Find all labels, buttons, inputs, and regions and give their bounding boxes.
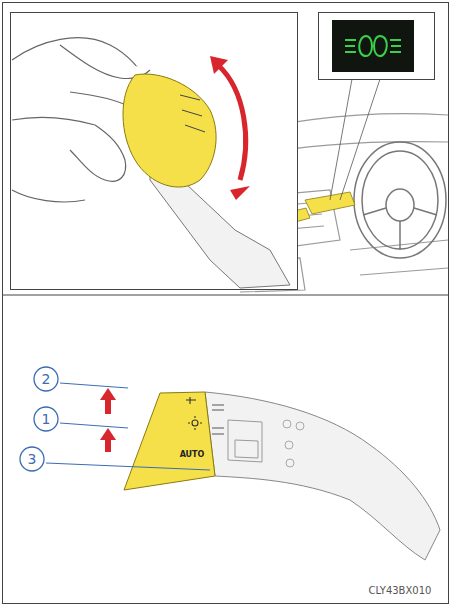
callout-circles [20,367,58,471]
inset-frame [11,13,298,290]
headlight-indicator-icon [345,36,401,56]
knob-symbols [186,397,202,430]
switch-knob [124,392,215,490]
arrowhead [230,186,250,200]
outer-frame [3,3,449,604]
lever-symbols [283,420,304,467]
knob-symbols [212,405,224,434]
leader-lines [46,383,210,470]
switch-knob [123,74,216,187]
callout-number: 1 [42,412,51,426]
lever-body [205,392,440,560]
figure-code: CLY43BX010 [369,586,432,596]
indicator-screen [332,20,414,72]
steering-wheel [354,142,446,258]
callout-number: 3 [28,452,37,466]
knob-symbols [180,95,205,132]
callout-number: 2 [42,372,51,386]
indicator-pointer [330,79,380,200]
lever-ring [235,440,258,458]
indicator-box [319,13,435,80]
switch-highlight [305,192,355,214]
switch-position-label: AUTO [180,451,205,459]
rotation-arrow [218,65,246,180]
arrowhead [210,56,228,74]
panel-divider [3,295,449,296]
lever-ring [228,420,262,462]
movement-arrows [100,388,116,452]
